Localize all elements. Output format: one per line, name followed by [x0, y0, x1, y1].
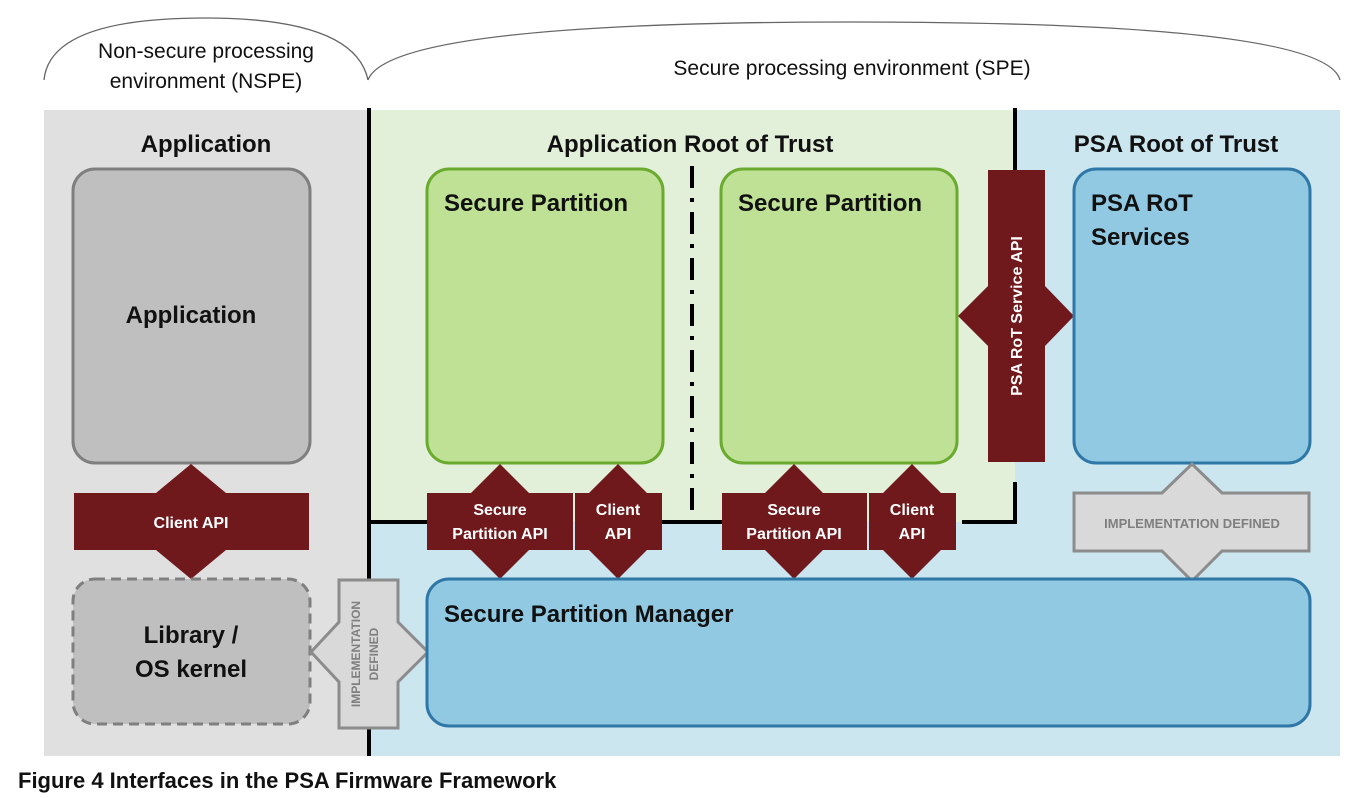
app-rot-header: Application Root of Trust: [547, 131, 834, 158]
sp1-client-api-line2: API: [605, 526, 632, 543]
sp2-client-api-arrow: [869, 464, 956, 579]
psa-rot-services-line1: PSA RoT: [1091, 190, 1193, 217]
client-api-arrow: [74, 464, 309, 579]
secure-partition-manager-box: [425, 577, 1312, 728]
psa-rot-service-api-arrow: [958, 170, 1074, 462]
sp1-sp-api-line1: Secure: [473, 502, 526, 519]
spe-brace: [367, 21, 1341, 81]
sp1-secure-partition-api-arrow: [427, 464, 573, 579]
library-os-kernel-box: [71, 577, 312, 726]
library-label-line1: Library /: [144, 622, 239, 649]
application-box: [71, 167, 312, 465]
sp2-sp-api-line1: Secure: [767, 502, 820, 519]
application-header: Application: [141, 131, 272, 158]
spm-label: Secure Partition Manager: [444, 601, 733, 628]
figure-caption: Figure 4 Interfaces in the PSA Firmware …: [18, 768, 557, 793]
sp2-sp-api-line2: Partition API: [746, 526, 841, 543]
sp2-client-api-line2: API: [899, 526, 926, 543]
impl-defined-vertical-line1: IMPLEMENTATION: [349, 601, 363, 707]
impl-defined-psa-label: IMPLEMENTATION DEFINED: [1104, 516, 1280, 531]
secure-partition-1-label: Secure Partition: [444, 190, 628, 217]
sp1-client-api-arrow: [575, 464, 662, 579]
client-api-nspe-label: Client API: [154, 515, 229, 532]
spe-label: Secure processing environment (SPE): [673, 57, 1030, 80]
secure-partition-2: [719, 167, 959, 465]
psa-rot-service-api-label: PSA RoT Service API: [1009, 236, 1026, 396]
psa-rot-header: PSA Root of Trust: [1074, 131, 1278, 158]
sp1-sp-api-line2: Partition API: [452, 526, 547, 543]
nspe-label-line2: environment (NSPE): [110, 70, 303, 93]
application-box-label: Application: [126, 302, 257, 329]
psa-rot-services-line2: Services: [1091, 224, 1190, 251]
library-label-line2: OS kernel: [135, 656, 247, 683]
nspe-brace: [43, 17, 369, 81]
sp1-client-api-line1: Client: [596, 502, 641, 519]
secure-partition-2-label: Secure Partition: [738, 190, 922, 217]
impl-defined-vertical-line2: DEFINED: [367, 627, 381, 680]
nspe-label-line1: Non-secure processing: [98, 40, 314, 63]
secure-partition-1: [425, 167, 665, 465]
sp2-client-api-line1: Client: [890, 502, 935, 519]
sp2-secure-partition-api-arrow: [722, 464, 867, 579]
